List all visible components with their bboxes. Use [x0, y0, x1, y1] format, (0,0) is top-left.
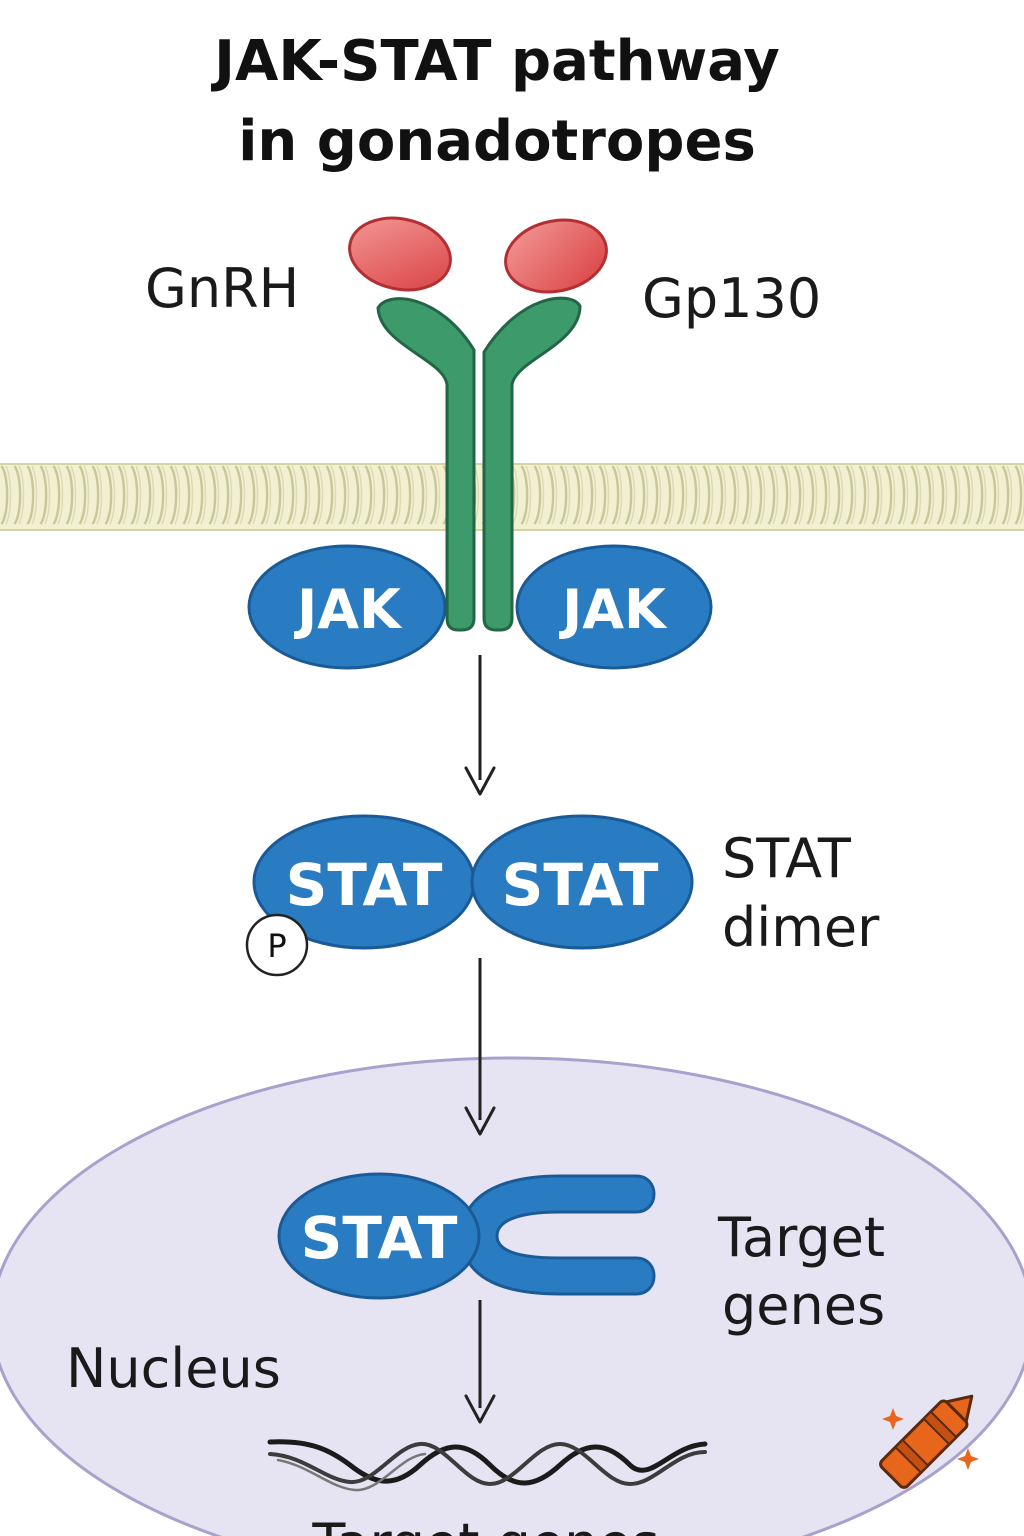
arrow-dimer-to-nucleus — [464, 958, 496, 1136]
jak-left: JAK — [247, 544, 447, 670]
receptor-left-chain — [376, 297, 476, 632]
phosphate-label: P — [267, 927, 286, 965]
phosphate-badge: P — [245, 913, 309, 977]
jak-left-label: JAK — [293, 578, 403, 641]
nucleus — [0, 1056, 1024, 1536]
diagram-title-line2: in gonadotropes — [238, 109, 756, 174]
ligand-right — [504, 218, 608, 294]
stat-nuclear — [277, 1172, 481, 1300]
nucleus-label: Nucleus — [66, 1337, 281, 1400]
nuclear-stat-complex: STAT — [277, 1172, 656, 1300]
ligand-left — [348, 216, 452, 292]
bottom-target-genes-label: Target genes — [311, 1512, 659, 1536]
jak-right-label: JAK — [558, 578, 668, 641]
crayon-icon — [879, 1394, 979, 1489]
target-genes-label-line2: genes — [722, 1274, 885, 1337]
stat-dimer-label-line2: dimer — [722, 896, 880, 959]
arrow-jak-to-stat — [464, 655, 496, 796]
stat-nuclear-label: STAT — [301, 1204, 458, 1272]
stat-dimer: STAT STAT — [252, 814, 694, 950]
diagram-title-line1: JAK-STAT pathway — [210, 29, 780, 94]
receptor-right-chain — [482, 296, 582, 632]
jak-right: JAK — [515, 544, 713, 670]
stat-right — [470, 814, 694, 950]
stat-left-label: STAT — [286, 851, 443, 919]
stat-right-label: STAT — [502, 851, 659, 919]
target-genes-label-line1: Target — [717, 1206, 885, 1269]
stat-dna-clamp — [460, 1174, 656, 1296]
arrow-stat-to-dna — [464, 1300, 496, 1424]
ligand-left-label: GnRH — [145, 257, 299, 320]
stat-dimer-label-line1: STAT — [722, 827, 852, 890]
dna-helix-icon — [267, 1439, 708, 1492]
ligand-right-label: Gp130 — [642, 267, 821, 330]
